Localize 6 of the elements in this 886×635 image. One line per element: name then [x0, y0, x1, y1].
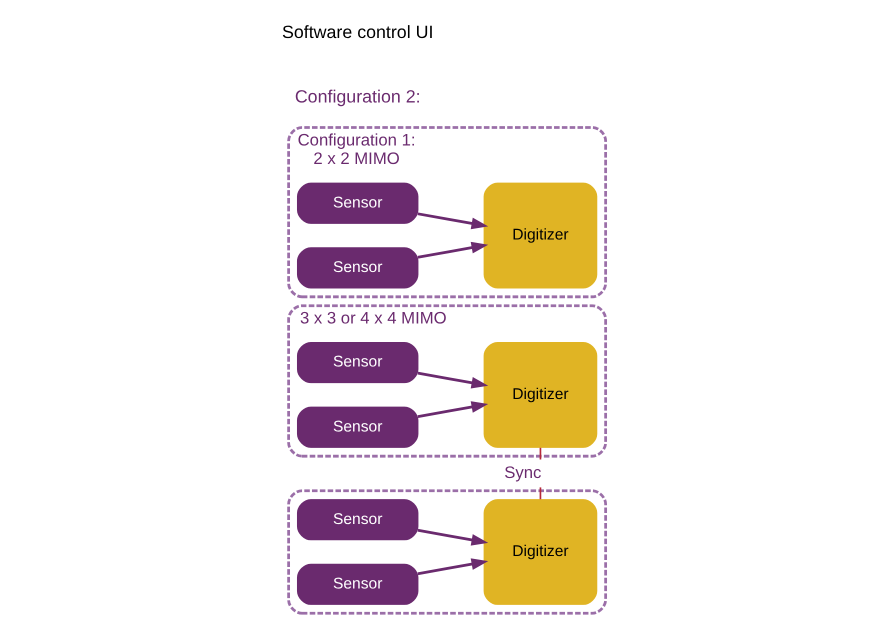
node-label: 3 x 3 or 4 x 4 MIMO — [299, 308, 446, 328]
label: Software control UI — [281, 22, 433, 42]
edge-label: Sync — [504, 462, 541, 482]
node-label: 2 x 2 MIMO — [312, 148, 400, 168]
node-label: Configuration 1: — [297, 130, 416, 149]
label: Configuration 2: — [294, 86, 420, 106]
